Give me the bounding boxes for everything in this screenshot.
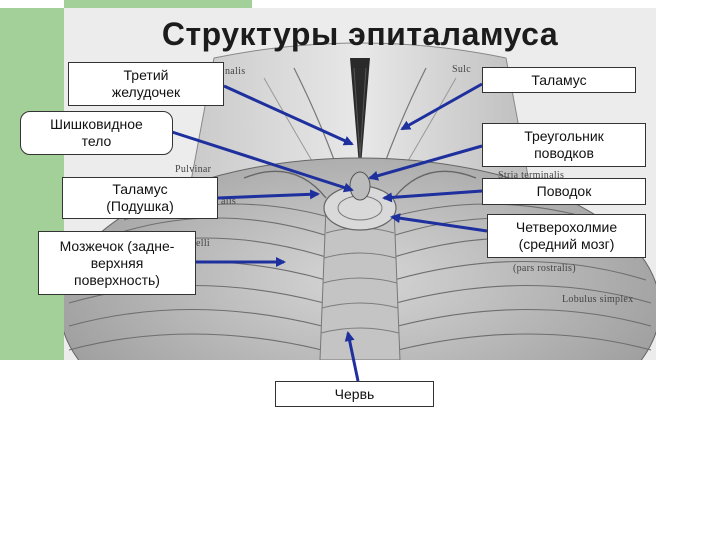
label-third-ventricle: Третий желудочек bbox=[68, 62, 224, 106]
latin-sulcus: Sulc bbox=[452, 64, 471, 75]
label-vermis: Червь bbox=[275, 381, 434, 407]
arrow-vermis bbox=[344, 331, 360, 382]
arrow-thalamus-pulvinar bbox=[217, 189, 320, 200]
latin-pars-rostralis: (pars rostralis) bbox=[513, 263, 576, 274]
arrow-third-ventricle bbox=[223, 84, 354, 146]
brain-illustration bbox=[64, 8, 656, 360]
label-cerebellum-text: Мозжечок (задне- верхняя поверхность) bbox=[59, 237, 175, 288]
latin-lobulus-simplex: Lobulus simplex bbox=[562, 294, 634, 305]
label-thalamus: Таламус bbox=[482, 67, 636, 93]
arrow-quadrigemina bbox=[390, 213, 488, 233]
label-vermis-text: Червь bbox=[334, 385, 375, 402]
band-notch bbox=[0, 0, 64, 8]
label-thalamus-text: Таламус bbox=[531, 71, 587, 88]
label-thalamus-pulvinar-text: Таламус (Подушка) bbox=[106, 181, 174, 214]
latin-nalis: nalis bbox=[225, 66, 246, 77]
latin-stria-terminalis: Stria terminalis bbox=[498, 170, 565, 181]
label-pineal-body-text: Шишковидное тело bbox=[50, 116, 143, 149]
label-pineal-body: Шишковидное тело bbox=[20, 111, 173, 155]
label-habenula-text: Поводок bbox=[536, 183, 592, 199]
arrow-habenular-triangle bbox=[368, 144, 483, 181]
label-quadrigemina: Четверохолмие (средний мозг) bbox=[487, 214, 646, 258]
label-habenular-triangle: Треугольник поводков bbox=[482, 123, 646, 167]
label-quadrigemina-text: Четверохолмие (средний мозг) bbox=[515, 219, 618, 252]
label-habenula: Поводок bbox=[482, 178, 646, 205]
latin-elli: elli bbox=[196, 238, 210, 249]
latin-alis: alis bbox=[221, 196, 237, 207]
arrow-habenula bbox=[382, 189, 483, 203]
label-third-ventricle-text: Третий желудочек bbox=[111, 67, 181, 100]
arrow-thalamus bbox=[400, 82, 483, 131]
label-habenular-triangle-text: Треугольник поводков bbox=[524, 128, 604, 161]
arrow-pineal-body bbox=[171, 130, 354, 193]
page-title: Структуры эпиталамуса bbox=[161, 16, 559, 52]
label-thalamus-pulvinar: Таламус (Подушка) bbox=[62, 177, 218, 219]
latin-pulvinar: Pulvinar bbox=[175, 164, 212, 175]
label-cerebellum: Мозжечок (задне- верхняя поверхность) bbox=[38, 231, 196, 295]
